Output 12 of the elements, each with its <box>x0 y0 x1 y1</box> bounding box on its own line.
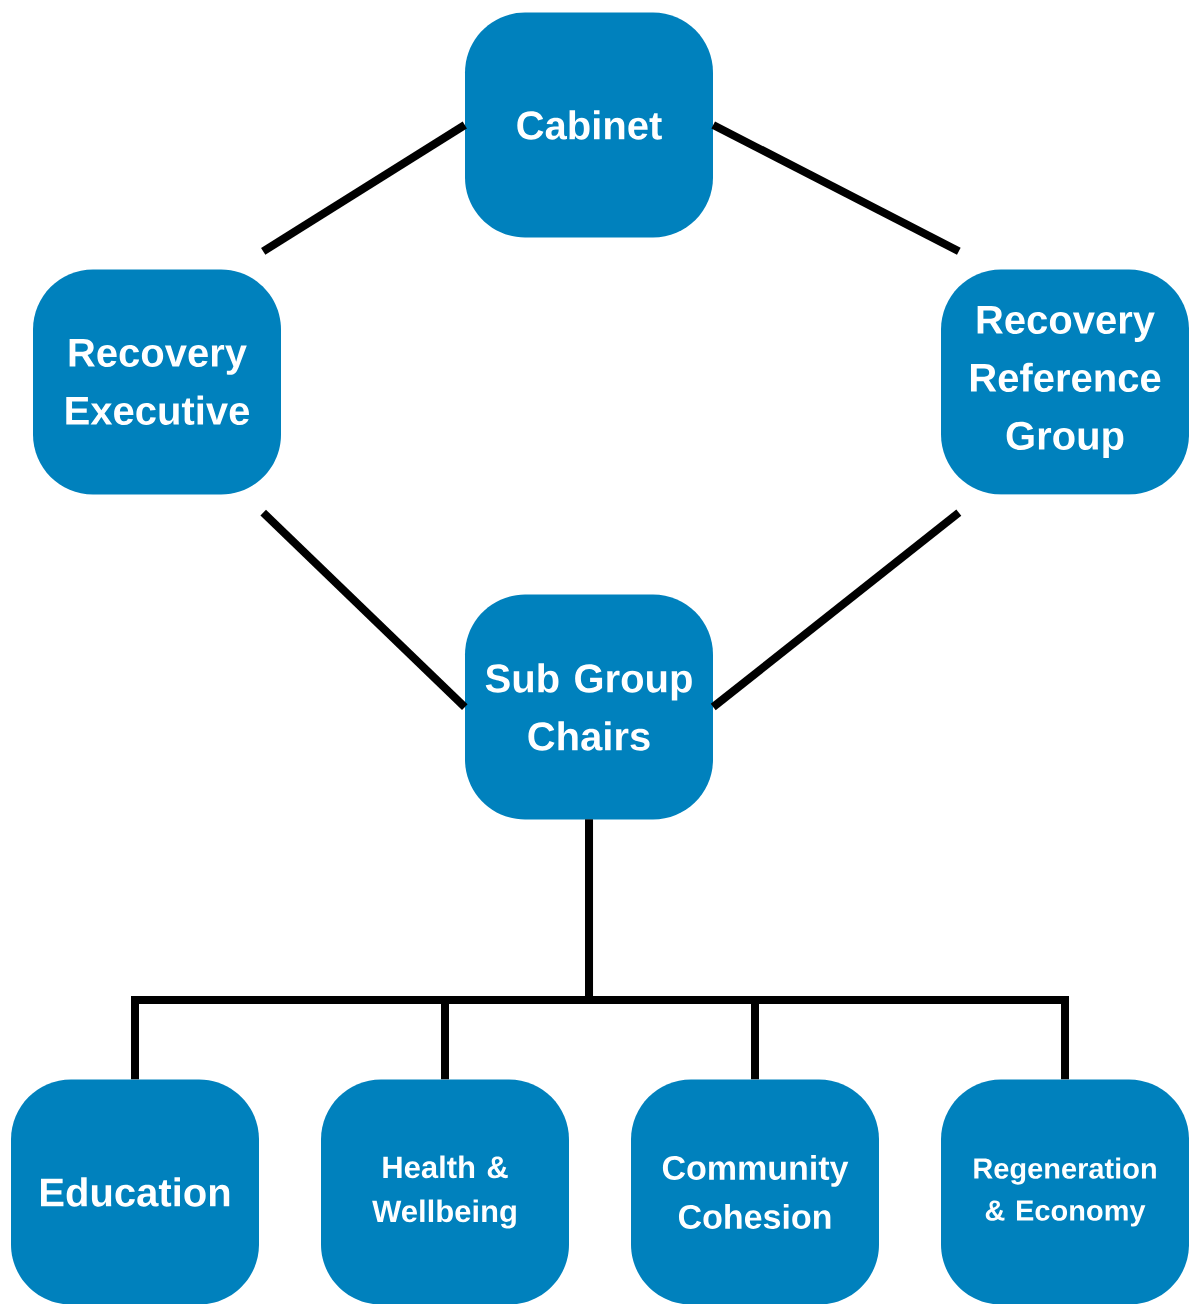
group-box: Cabinet <box>465 12 713 238</box>
group-box: Community Cohesion <box>631 1079 879 1304</box>
group-box: Health & Wellbeing <box>321 1079 569 1304</box>
group-box: Education <box>11 1079 259 1304</box>
group-box: Regeneration & Economy <box>941 1079 1189 1304</box>
group-box: Sub Group Chairs <box>465 594 713 820</box>
group-box: Recovery Reference Group <box>941 269 1189 495</box>
group-box: Recovery Executive <box>33 269 281 495</box>
connector-line <box>711 121 961 255</box>
connector-line <box>710 509 962 711</box>
connector-line <box>260 509 468 710</box>
connector-line <box>261 121 467 255</box>
